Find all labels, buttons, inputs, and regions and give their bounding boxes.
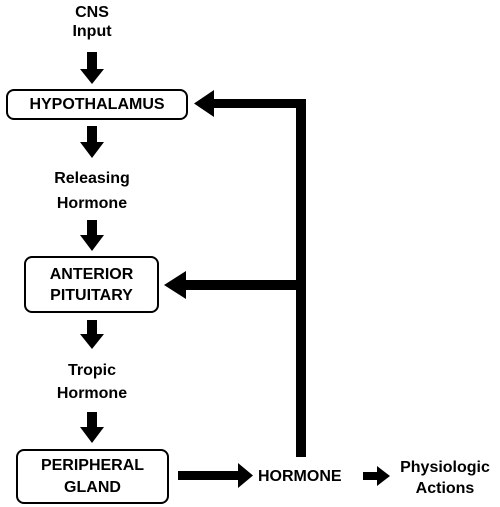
- tropic-hormone-line1: Tropic: [67, 362, 116, 379]
- hypothalamus-node: HYPOTHALAMUS: [6, 89, 188, 120]
- cns-input-label: CNS Input: [57, 3, 127, 41]
- releasing-hormone-line2: Hormone: [56, 195, 128, 212]
- releasing-hormone-line1: Releasing: [54, 170, 130, 187]
- peripheral-gland-node: PERIPHERAL GLAND: [16, 449, 169, 504]
- arrow-peripheral-gland-to-hormone: [178, 463, 253, 488]
- physiologic-actions-line2: Actions: [415, 480, 475, 497]
- arrow-releasing-hormone-to-anterior-pituitary: [80, 220, 104, 251]
- peripheral-gland-line2: GLAND: [64, 479, 121, 496]
- tropic-hormone-line2: Hormone: [56, 385, 128, 402]
- anterior-pituitary-line2: PITUITARY: [50, 286, 133, 304]
- tropic-hormone-label: Tropic Hormone: [47, 361, 137, 403]
- arrow-cns-to-hypothalamus: [80, 52, 104, 84]
- cns-input-line2: Input: [72, 23, 112, 40]
- hormone-text: HORMONE: [258, 468, 342, 485]
- cns-input-line1: CNS: [75, 4, 109, 21]
- feedback-loop: [164, 90, 306, 457]
- arrow-anterior-pituitary-to-tropic-hormone: [80, 320, 104, 349]
- physiologic-actions-label: Physiologic Actions: [392, 458, 498, 498]
- anterior-pituitary-node: ANTERIOR PITUITARY: [24, 256, 159, 313]
- physiologic-actions-line1: Physiologic: [400, 459, 490, 476]
- arrow-hypothalamus-to-releasing-hormone: [80, 126, 104, 158]
- releasing-hormone-label: Releasing Hormone: [37, 169, 147, 213]
- hormone-label: HORMONE: [258, 467, 358, 486]
- arrow-hormone-to-physiologic-actions: [363, 466, 390, 486]
- peripheral-gland-line1: PERIPHERAL: [40, 457, 145, 474]
- hypothalamus-label: HYPOTHALAMUS: [29, 96, 165, 113]
- arrow-tropic-hormone-to-peripheral-gland: [80, 412, 104, 443]
- anterior-pituitary-line1: ANTERIOR: [49, 265, 134, 283]
